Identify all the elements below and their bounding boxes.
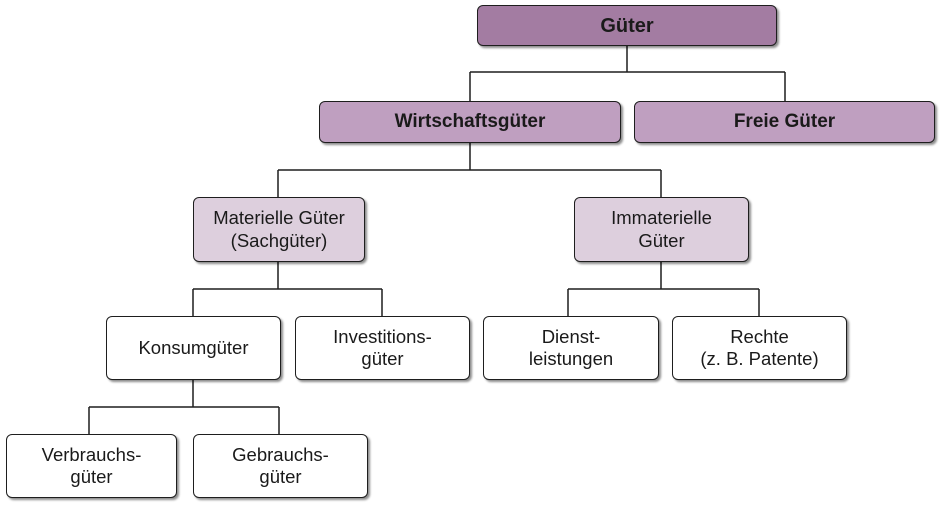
node-freie-gueter: Freie Güter — [634, 101, 935, 143]
connector-immaterielle — [567, 262, 760, 316]
connector-materielle — [192, 262, 383, 316]
node-rechte: Rechte (z. B. Patente) — [672, 316, 847, 380]
node-gebrauchsgueter: Gebrauchs- güter — [193, 434, 368, 498]
node-wirtschaftsgueter: Wirtschaftsgüter — [319, 101, 621, 143]
connector-konsumgueter — [88, 380, 280, 434]
node-immaterielle-gueter: Immaterielle Güter — [574, 197, 749, 262]
connector-wirtschaftsgueter — [277, 143, 662, 197]
node-gueter: Güter — [477, 5, 777, 46]
node-materielle-gueter: Materielle Güter (Sachgüter) — [193, 197, 365, 262]
node-verbrauchsgueter: Verbrauchs- güter — [6, 434, 177, 498]
node-dienstleistungen: Dienst- leistungen — [483, 316, 659, 380]
node-investitionsgueter: Investitions- güter — [295, 316, 470, 380]
node-konsumgueter: Konsumgüter — [106, 316, 281, 380]
connector-gueter — [469, 46, 786, 101]
